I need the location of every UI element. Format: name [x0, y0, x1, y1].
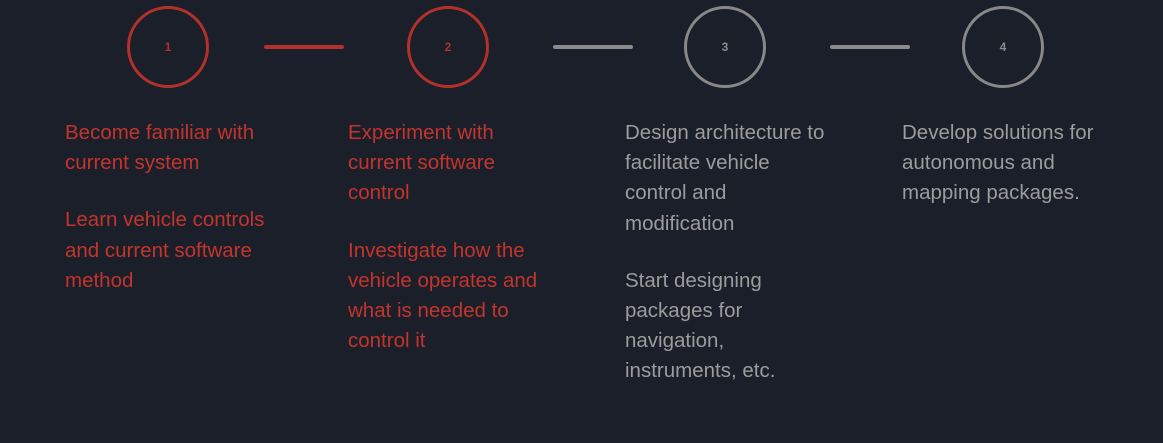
step-2-text-1: Experiment with current software control [348, 121, 495, 205]
connector-3-4 [830, 45, 910, 49]
step-1-description: Become familiar with current system Lear… [65, 118, 295, 323]
step-1-circle: 1 [127, 6, 209, 88]
step-2-description: Experiment with current software control… [348, 118, 558, 383]
step-3-description: Design architecture to facilitate vehicl… [625, 118, 825, 414]
step-1-number: 1 [164, 40, 172, 54]
step-4-number: 4 [999, 40, 1007, 54]
step-3-text-1: Design architecture to facilitate vehicl… [625, 121, 825, 235]
step-2-text-2: Investigate how the vehicle operates and… [348, 238, 538, 353]
step-3-text-2: Start designing packages for navigation,… [625, 268, 776, 383]
connector-2-3 [553, 45, 633, 49]
step-1-text-2: Learn vehicle controls and current softw… [65, 208, 265, 292]
step-2-number: 2 [444, 40, 452, 54]
step-4-description: Develop solutions for autonomous and map… [902, 118, 1122, 236]
connector-1-2 [264, 45, 344, 49]
step-4-text-1: Develop solutions for autonomous and map… [902, 121, 1094, 205]
step-2-circle: 2 [407, 6, 489, 88]
step-3-number: 3 [721, 40, 729, 54]
step-3-circle: 3 [684, 6, 766, 88]
step-4-circle: 4 [962, 6, 1044, 88]
step-1-text-1: Become familiar with current system [65, 121, 255, 175]
